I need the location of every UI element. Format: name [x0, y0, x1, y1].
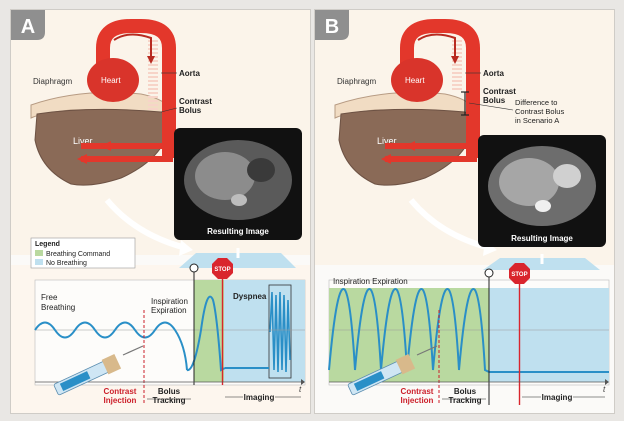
heart-shape — [87, 58, 139, 102]
scenario-a-panel: A Liver Diaphragm Heart Aorta Contrast B… — [10, 9, 311, 414]
free-breathing-wave — [34, 321, 188, 371]
circulation-arrow — [113, 33, 152, 58]
syringe-icon — [347, 345, 438, 396]
contrast-injection-label-1: Contrast — [104, 387, 137, 396]
circulation-arrow — [417, 33, 456, 58]
stop-sign-icon — [509, 263, 530, 284]
contrast-bolus-label-2: Bolus — [483, 96, 506, 105]
stop-sign-icon — [212, 258, 233, 279]
contrast-injection-label-2: Injection — [104, 396, 137, 405]
expiration-label: Expiration — [151, 306, 187, 315]
breathing-command-region — [194, 280, 224, 382]
pin-marker — [189, 263, 199, 273]
time-axis-label: t — [299, 385, 302, 394]
liver-label: Liver — [377, 136, 397, 146]
no-breathing-region — [224, 280, 305, 382]
contrast-bolus-label-1: Contrast — [483, 87, 516, 96]
flow-arrow-1 — [101, 141, 111, 151]
imaging-label: Imaging — [542, 393, 573, 402]
liver-label: Liver — [73, 136, 93, 146]
difference-label-3: in Scenario A — [515, 116, 559, 125]
legend-item-breathing: Breathing Command — [46, 251, 110, 258]
contrast-bolus-label-2: Bolus — [179, 106, 202, 115]
dyspnea-label: Dyspnea — [233, 292, 267, 301]
legend-swatch-no-breathing — [35, 259, 43, 265]
scenario-a-diagram: A Liver Diaphragm Heart Aorta Contrast B… — [11, 10, 310, 413]
difference-label-1: Difference to — [515, 98, 557, 107]
inspiration-expiration-label: Inspiration Expiration — [333, 277, 408, 286]
legend-swatch-breathing — [35, 250, 43, 256]
white-curve-arrow — [104, 198, 187, 251]
contrast-injection-label-2: Injection — [401, 396, 434, 405]
resulting-image-label: Resulting Image — [511, 234, 573, 243]
bolus-tracking-label-1: Bolus — [454, 387, 477, 396]
heart-label: Heart — [405, 76, 425, 85]
legend-box — [30, 237, 136, 269]
flow-arrow-1 — [405, 141, 415, 151]
heart-label: Heart — [101, 76, 121, 85]
panel-letter: B — [325, 16, 339, 38]
dyspnea-box — [268, 284, 292, 379]
syringe-icon — [53, 345, 144, 396]
resulting-image-label: Resulting Image — [207, 227, 269, 236]
dyspnea-wave — [269, 291, 291, 373]
command-breath-wave — [186, 295, 226, 372]
legend-title: Legend — [35, 241, 60, 248]
stop-label: STOP — [214, 267, 230, 273]
aorta-vessel — [96, 19, 176, 158]
inspiration-label: Inspiration — [151, 297, 188, 306]
scenario-b-diagram: B Liver Diaphragm Heart Aorta Contrast B… — [315, 10, 614, 405]
no-breathing-region — [489, 288, 609, 382]
pin-marker — [484, 268, 494, 278]
heart-shape — [391, 58, 443, 102]
flow-arrow-2 — [77, 154, 87, 164]
diaphragm-label: Diaphragm — [33, 77, 72, 86]
bolus-tracking-label-1: Bolus — [158, 387, 181, 396]
free-breathing-label-2: Breathing — [41, 303, 75, 312]
diaphragm-label: Diaphragm — [337, 77, 376, 86]
free-breathing-label-1: Free — [41, 293, 58, 302]
bolus-tracking-label-2: Tracking — [153, 396, 186, 405]
imaging-label: Imaging — [244, 393, 275, 402]
flow-arrow-2 — [381, 154, 391, 164]
aorta-label: Aorta — [483, 69, 504, 78]
legend-item-no-breathing: No Breathing — [46, 260, 87, 267]
panel-letter-badge — [315, 10, 349, 40]
scenario-b-panel: B Liver Diaphragm Heart Aorta Contrast B… — [314, 9, 615, 414]
stop-label: STOP — [511, 272, 527, 278]
panel-letter: A — [21, 16, 35, 38]
bolus-tracking-label-2: Tracking — [449, 396, 482, 405]
time-axis-label: t — [603, 385, 606, 394]
aorta-vessel — [400, 19, 480, 158]
contrast-bolus-label-1: Contrast — [179, 97, 212, 106]
contrast-injection-label-1: Contrast — [401, 387, 434, 396]
panel-letter-badge — [11, 10, 45, 40]
difference-label-2: Contrast Bolus — [515, 107, 564, 116]
aorta-label: Aorta — [179, 69, 200, 78]
